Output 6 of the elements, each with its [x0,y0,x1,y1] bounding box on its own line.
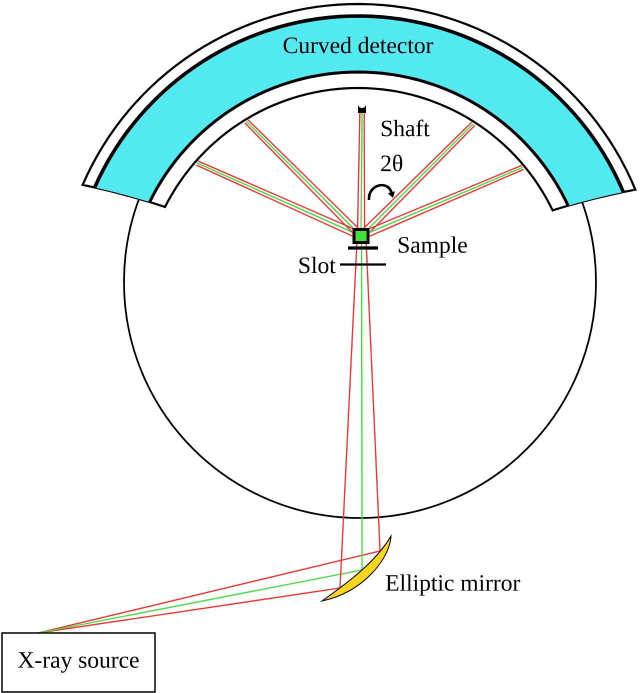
part-label: Shaft [382,120,430,136]
source-box: X-ray source [1,632,156,693]
angle-label: 2θ [381,154,402,172]
part-label: Sample [398,236,467,258]
part-label: Slot [300,256,336,274]
part-label: Elliptic mirror [386,574,520,596]
